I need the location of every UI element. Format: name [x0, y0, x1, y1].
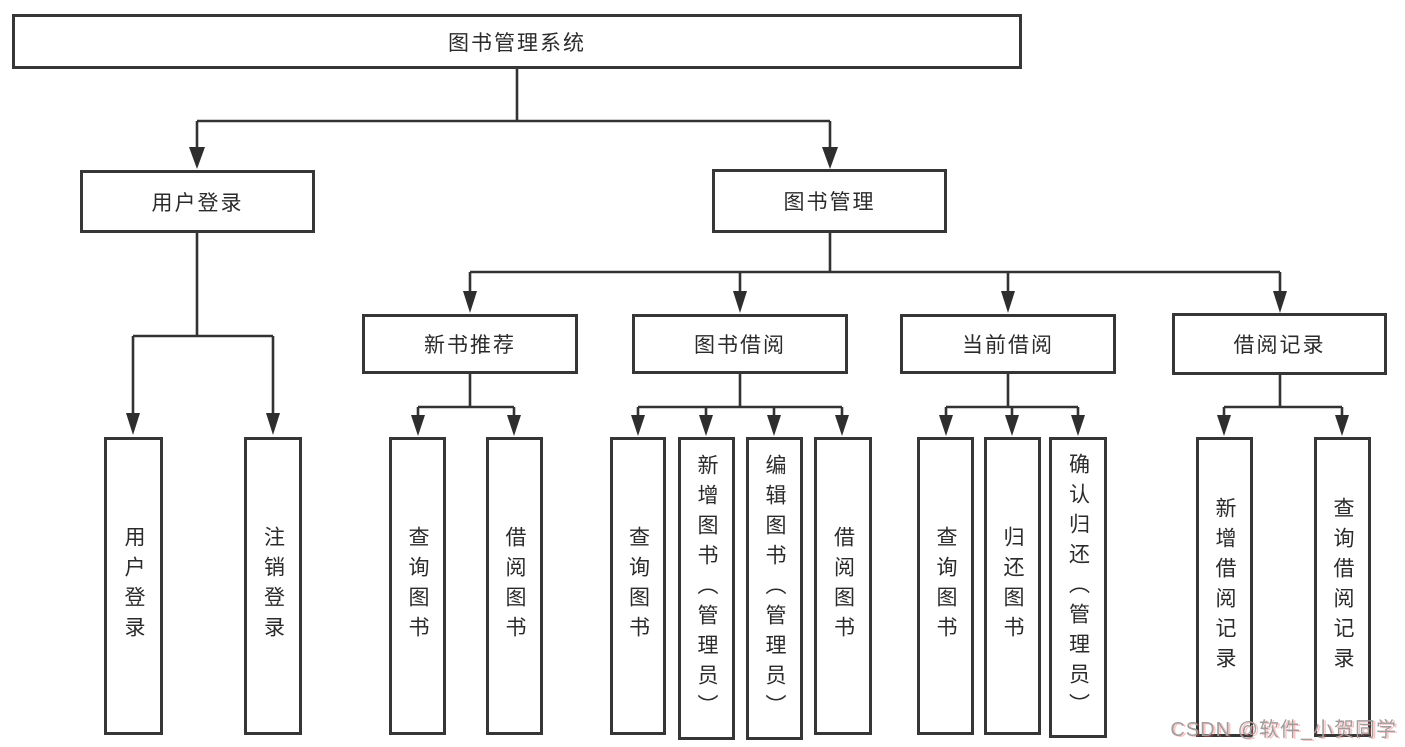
connector-bookborrow-to-leaves: [636, 374, 844, 416]
arrow-head-icon: [189, 147, 205, 169]
leaf-query-borrow-record: 查询借阅记录: [1314, 437, 1371, 737]
leaf-query-books-borrow: 查询图书: [610, 437, 666, 735]
node-label: 新增图书（管理员）: [695, 453, 718, 724]
node-new-book-recommendation: 新书推荐: [362, 314, 578, 374]
node-label: 查询借阅记录: [1331, 497, 1354, 677]
arrow-head-icon: [822, 147, 838, 169]
csdn-watermark: CSDN @软件_小贺同学: [1170, 719, 1397, 741]
node-label: 图书借阅: [694, 334, 786, 357]
arrow-head-icon: [1273, 291, 1287, 313]
node-label: 图书管理系统: [448, 31, 586, 55]
arrow-head-icon: [1005, 415, 1019, 436]
arrow-head-icon: [266, 413, 280, 435]
connector-currentborrow-to-leaves: [944, 374, 1080, 416]
node-label: 查询图书: [934, 526, 957, 646]
leaf-confirm-return-admin: 确认归还（管理员）: [1049, 437, 1107, 738]
leaf-add-books-admin: 新增图书（管理员）: [678, 437, 735, 740]
connector-root-to-level1: [195, 69, 832, 148]
arrow-head-icon: [411, 415, 425, 436]
leaf-logout: 注销登录: [244, 437, 302, 735]
arrow-head-icon: [126, 413, 140, 435]
node-current-borrowing: 当前借阅: [900, 314, 1116, 374]
node-label: 新书推荐: [424, 334, 516, 357]
arrow-head-icon: [767, 415, 781, 436]
arrow-head-icon: [733, 291, 747, 313]
connector-bookmgmt-to-level2: [468, 233, 1282, 292]
node-label: 归还图书: [1001, 526, 1024, 646]
arrow-head-icon: [507, 415, 521, 436]
node-label: 编辑图书（管理员）: [763, 453, 786, 724]
node-label: 注销登录: [261, 526, 285, 646]
leaf-user-login: 用户登录: [104, 437, 163, 735]
node-borrowing-records: 借阅记录: [1172, 313, 1387, 375]
leaf-borrow-books-rec: 借阅图书: [486, 437, 543, 735]
node-label: 新增借阅记录: [1213, 497, 1236, 677]
connector-userlogin-to-leaves: [131, 233, 275, 414]
leaf-borrow-books: 借阅图书: [814, 437, 872, 735]
node-root-library-system: 图书管理系统: [12, 14, 1022, 69]
arrow-head-icon: [699, 415, 713, 436]
node-label: 查询图书: [626, 526, 650, 646]
node-label: 图书管理: [783, 191, 876, 214]
node-label: 用户登录: [122, 526, 145, 646]
leaf-return-books: 归还图书: [984, 437, 1041, 735]
leaf-edit-books-admin: 编辑图书（管理员）: [746, 437, 803, 740]
leaf-add-borrow-record: 新增借阅记录: [1196, 437, 1253, 737]
node-label: 借阅图书: [503, 526, 526, 646]
arrow-head-icon: [463, 291, 477, 313]
node-label: 借阅记录: [1233, 334, 1326, 357]
arrow-head-icon: [631, 415, 645, 436]
arrow-head-icon: [939, 415, 953, 436]
leaf-query-books-current: 查询图书: [917, 437, 974, 735]
node-label: 借阅图书: [831, 526, 855, 646]
arrow-head-icon: [1335, 415, 1349, 436]
connector-newbookrec-to-leaves: [416, 374, 516, 416]
node-label: 确认归还（管理员）: [1066, 452, 1090, 723]
arrow-head-icon: [1071, 415, 1085, 436]
node-label: 查询图书: [406, 526, 429, 646]
arrow-head-icon: [835, 415, 849, 436]
arrow-head-icon: [1001, 291, 1015, 313]
node-label: 当前借阅: [962, 334, 1054, 357]
node-label: 用户登录: [151, 191, 244, 215]
arrow-head-icon: [1217, 415, 1231, 436]
leaf-query-books-rec: 查询图书: [389, 437, 446, 735]
node-user-login: 用户登录: [80, 170, 315, 233]
connector-records-to-leaves: [1222, 374, 1344, 416]
node-book-borrowing: 图书借阅: [632, 314, 848, 374]
node-book-management: 图书管理: [712, 169, 947, 233]
